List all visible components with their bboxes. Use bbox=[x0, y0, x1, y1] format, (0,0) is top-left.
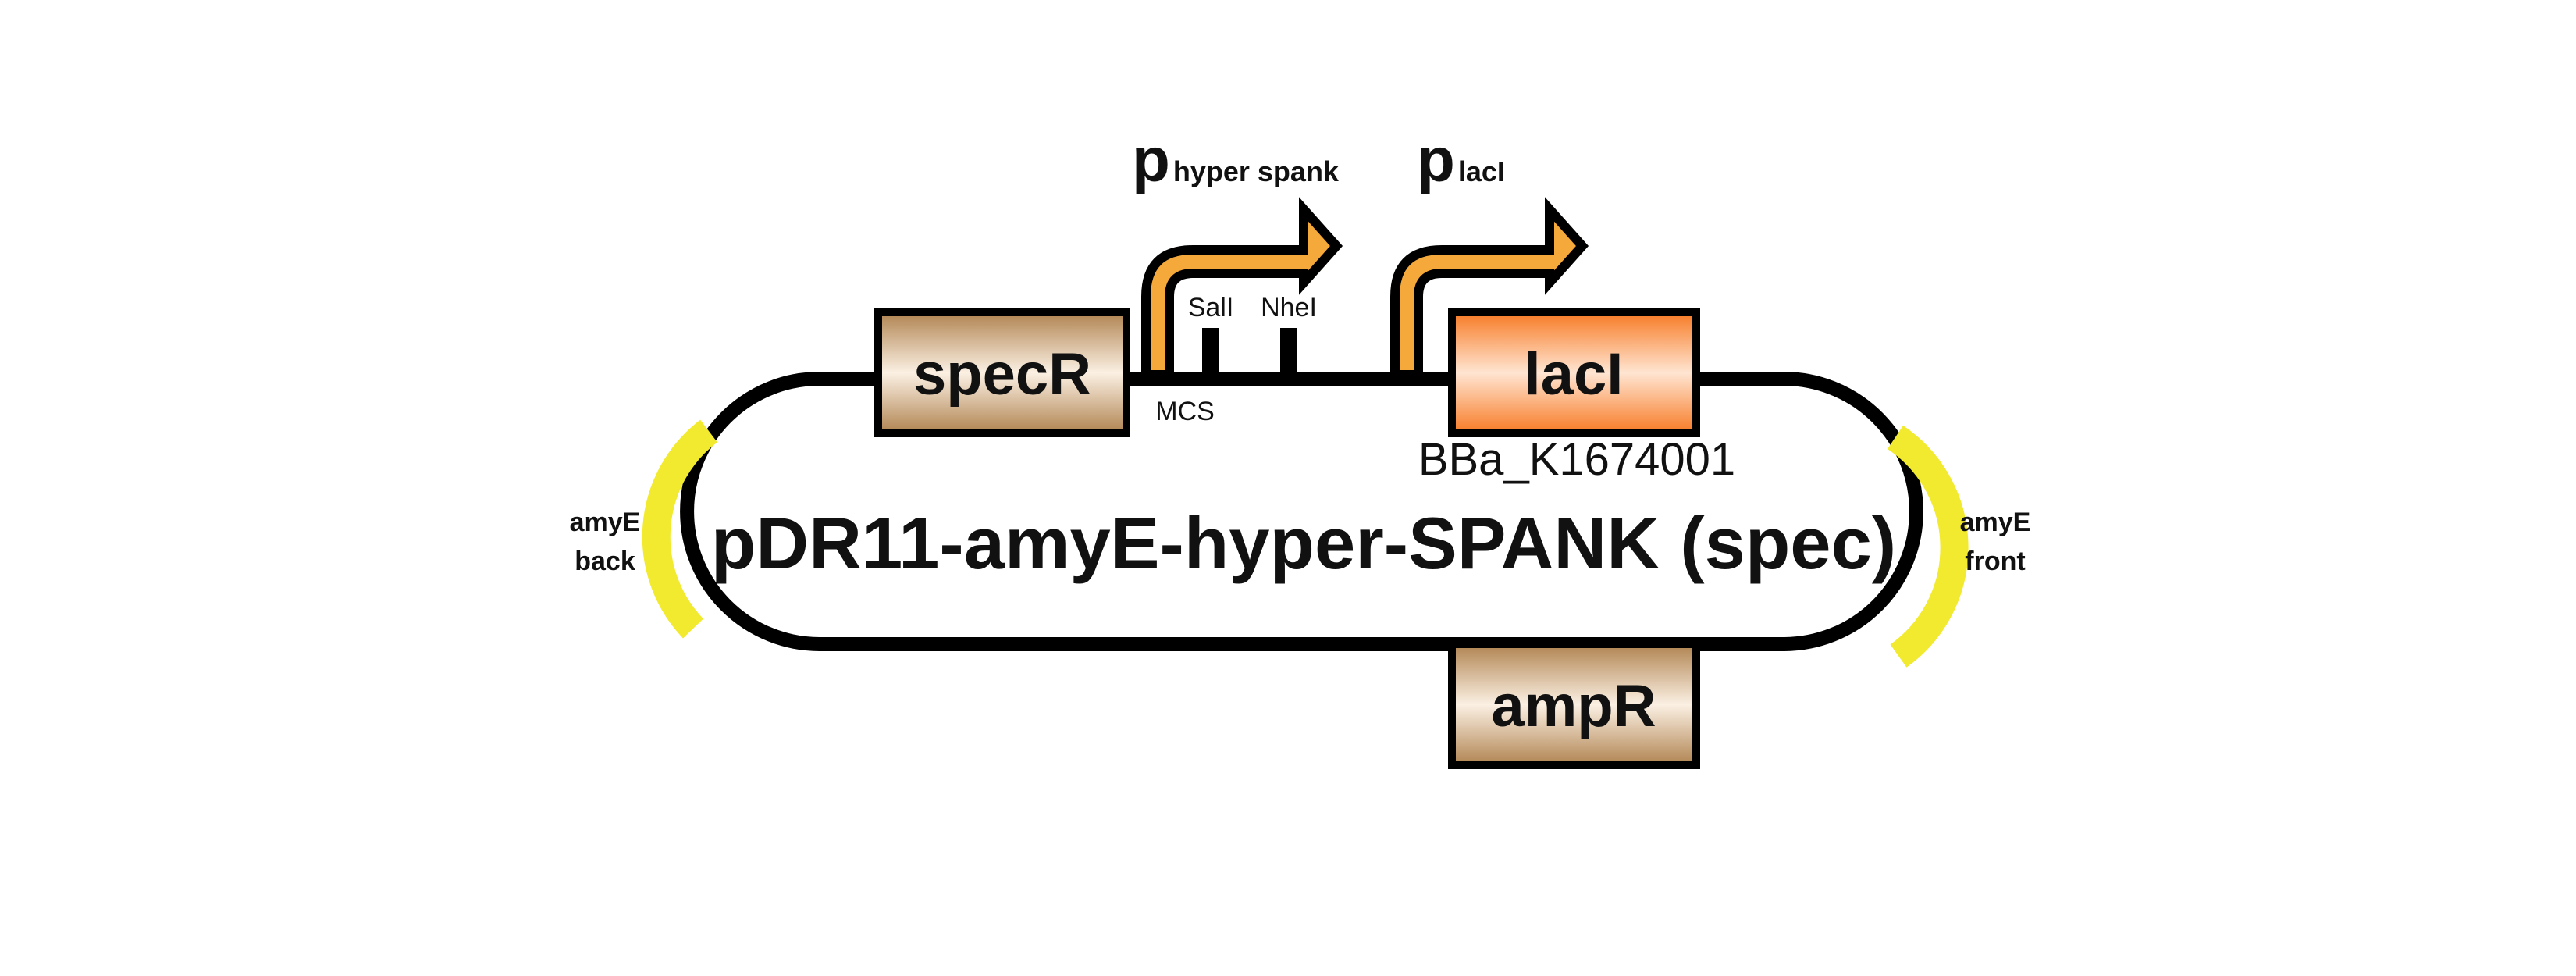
amye-front-arm bbox=[1887, 426, 1969, 668]
amye-back-arm bbox=[642, 419, 718, 639]
laci-gene-box bbox=[1448, 308, 1700, 437]
hyper-spank-promoter-subscript: hyper spank bbox=[1173, 155, 1340, 187]
specr-gene-box bbox=[874, 308, 1130, 437]
laci-part-id: BBa_K1674001 bbox=[1418, 434, 1735, 485]
nhel-label: NheI bbox=[1261, 293, 1317, 322]
mcs-label: MCS bbox=[1155, 397, 1215, 426]
nhel-site-marker bbox=[1280, 328, 1297, 379]
ampr-gene-box bbox=[1448, 640, 1700, 769]
ampr-label: ampR bbox=[1491, 673, 1656, 739]
hyper-spank-promoter-arrow bbox=[1141, 197, 1343, 379]
laci-promoter-p: p bbox=[1417, 125, 1455, 194]
amye-back-label-line1: amyE bbox=[570, 508, 641, 537]
sall-label: SalI bbox=[1188, 293, 1234, 322]
laci-label: lacI bbox=[1525, 341, 1624, 408]
laci-promoter-arrow bbox=[1390, 197, 1589, 379]
sall-site-marker bbox=[1202, 328, 1219, 379]
amye-front-label-line2: front bbox=[1965, 547, 2025, 576]
laci-promoter-subscript: lacI bbox=[1458, 155, 1505, 187]
specr-label: specR bbox=[913, 341, 1091, 408]
amye-front-label-line1: amyE bbox=[1960, 508, 2031, 537]
plasmid-name: pDR11-amyE-hyper-SPANK (spec) bbox=[711, 502, 1896, 584]
hyper-spank-promoter-p: p bbox=[1132, 125, 1170, 194]
amye-back-label-line2: back bbox=[575, 547, 635, 576]
